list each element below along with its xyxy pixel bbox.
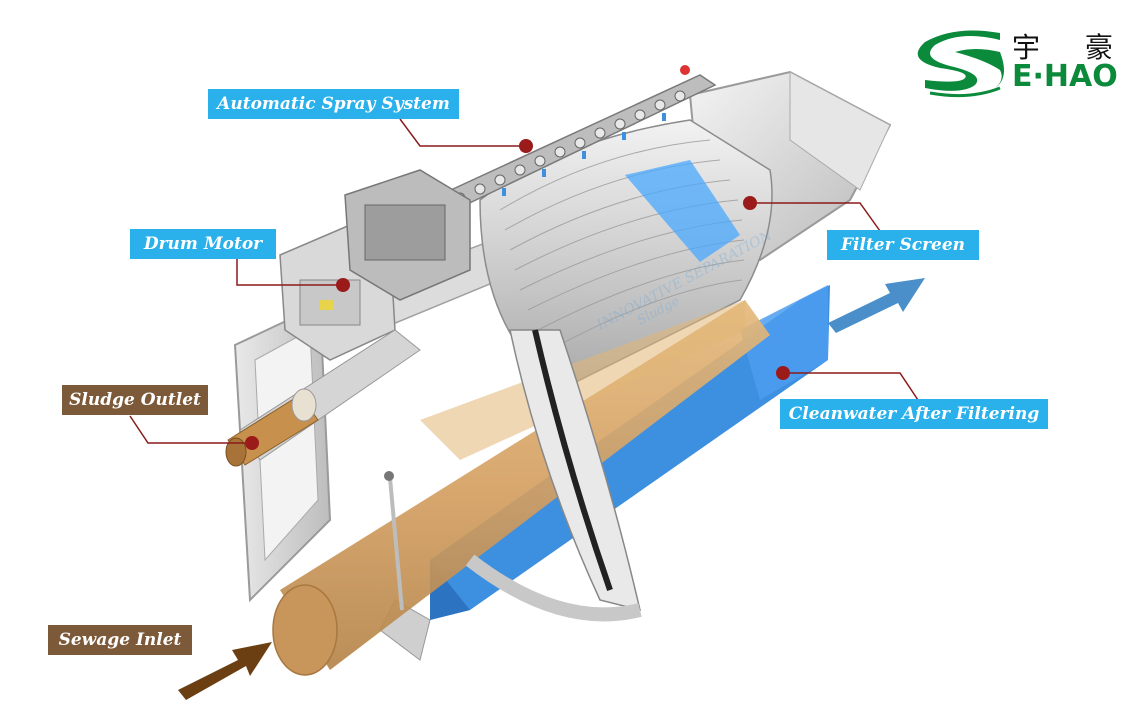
label-cleanwater-after-filtering: Cleanwater After Filtering	[780, 399, 1048, 429]
inlet-arrow	[178, 642, 272, 700]
label-sludge-outlet: Sludge Outlet	[62, 385, 208, 415]
leader-sludge	[129, 415, 250, 444]
leader-motor	[236, 259, 343, 286]
dot-motor	[336, 278, 350, 292]
leader-cleanwater	[783, 372, 919, 401]
filter-drum	[479, 119, 773, 391]
leader-spray	[399, 118, 526, 147]
label-automatic-spray-system: Automatic Spray System	[208, 89, 459, 119]
sewage-tube	[272, 300, 770, 676]
label-filter-screen: Filter Screen	[827, 230, 979, 260]
leader-lines	[129, 118, 919, 444]
label-drum-motor: Drum Motor	[130, 229, 276, 259]
cleanwater-tank	[430, 285, 830, 620]
logo-english-text: E·HAO	[1012, 59, 1118, 94]
logo-chinese-text: 宇 豪	[1012, 31, 1131, 64]
pointer-dots	[245, 139, 790, 450]
logo-mark	[917, 30, 1004, 98]
valve-rod	[384, 471, 404, 611]
label-sewage-inlet: Sewage Inlet	[48, 625, 192, 655]
leader-filter	[750, 202, 881, 232]
drum-band	[465, 329, 642, 622]
outlet-arrow	[828, 278, 925, 333]
dot-sludge	[245, 436, 259, 450]
dot-filter	[743, 196, 757, 210]
spray-bar	[438, 65, 717, 214]
dot-spray	[519, 139, 533, 153]
motor-assembly	[279, 169, 471, 361]
dot-cleanwater	[776, 366, 790, 380]
